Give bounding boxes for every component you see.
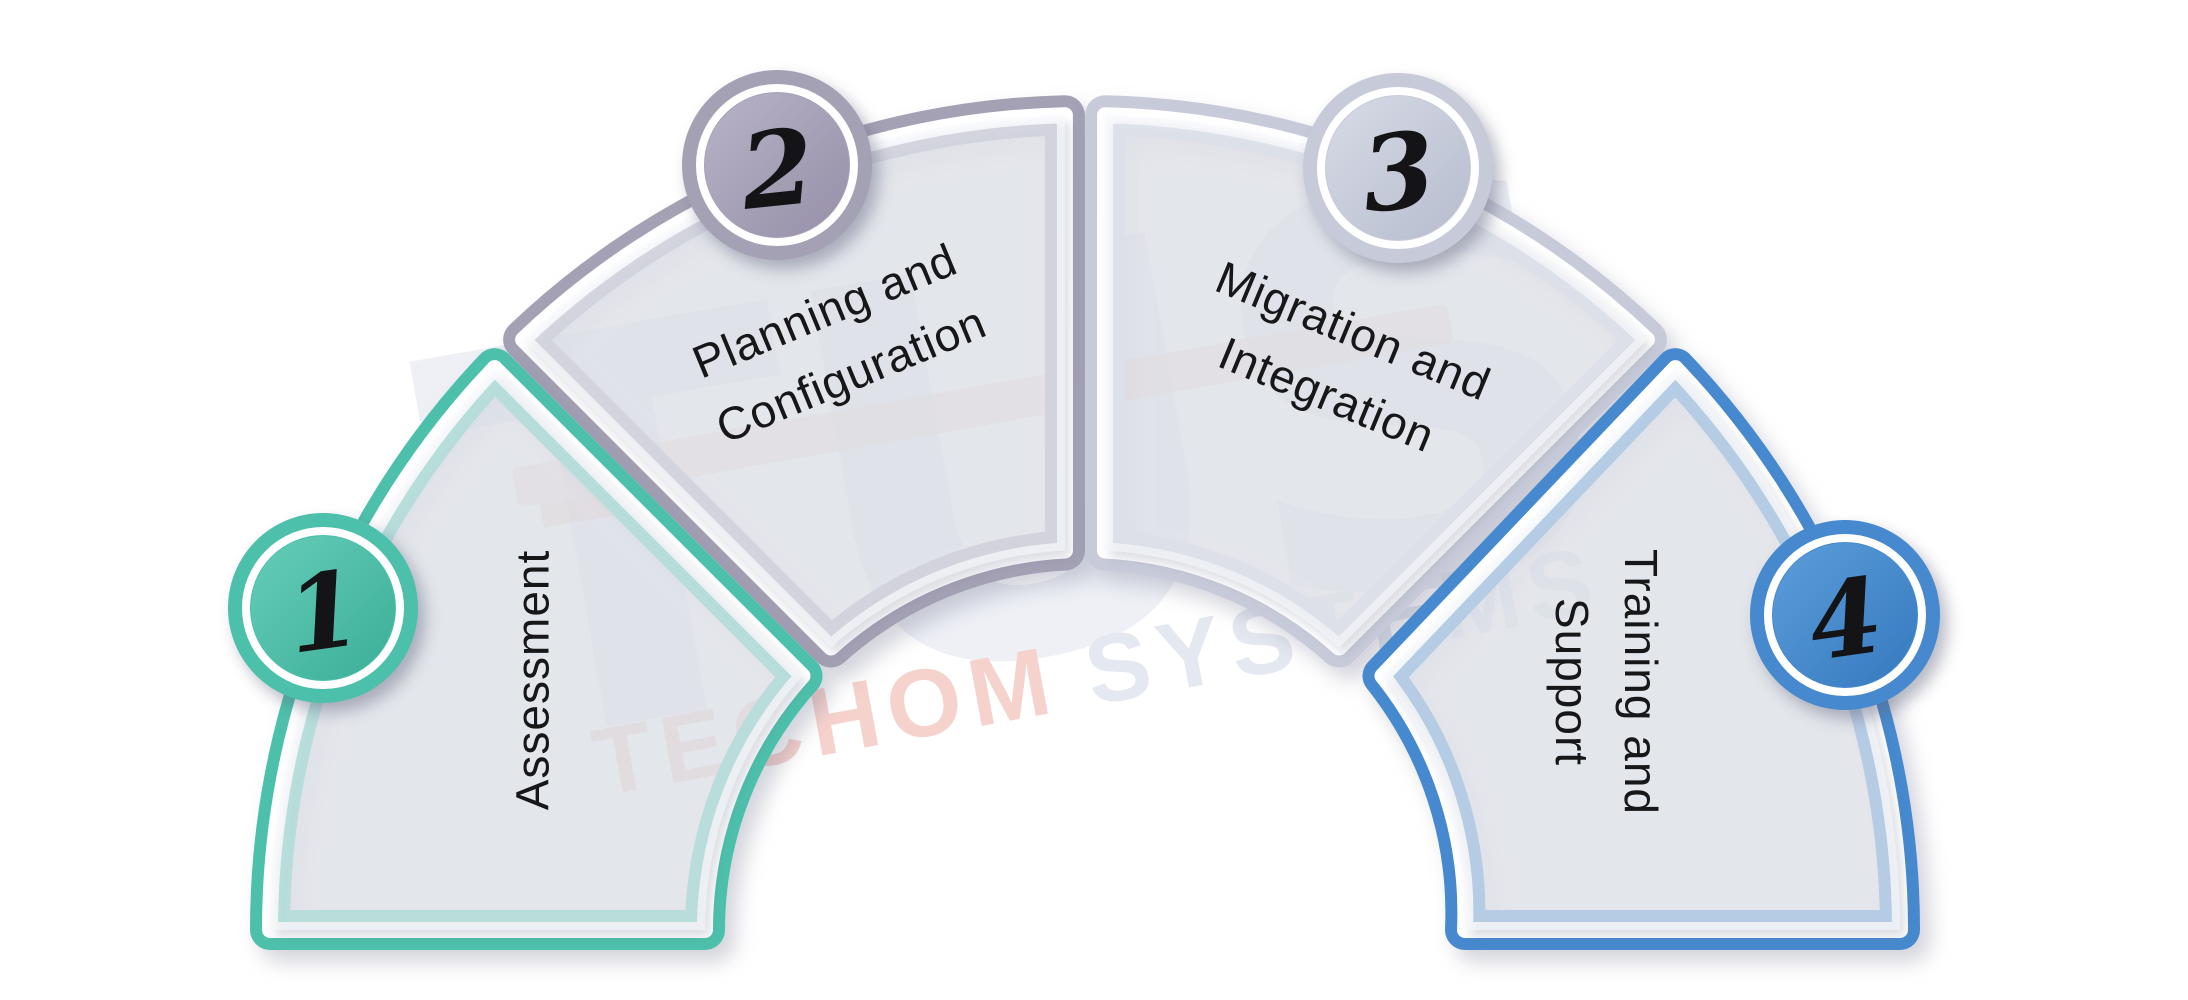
step-circle-2-ring: [696, 84, 858, 246]
step-circle-4: 4: [1750, 520, 1940, 710]
segment-training-fill: [1382, 368, 1900, 931]
step-circle-1-inner: [251, 536, 395, 680]
step-circle-2-inner: [705, 93, 849, 237]
segment-planning: [503, 95, 1085, 668]
segment-training: [1362, 348, 1920, 950]
segment-planning-fill: [523, 115, 1065, 648]
step-number-1: 1: [279, 546, 368, 678]
step-circle-3: 3: [1303, 73, 1493, 263]
step-circle-1: 1: [228, 513, 418, 703]
step-number-4: 4: [1801, 553, 1890, 685]
step-number-3: 3: [1356, 107, 1441, 237]
step-circle-3-inner: [1326, 96, 1470, 240]
step-number-2: 2: [734, 104, 820, 234]
segment-migration-fill: [1105, 115, 1647, 648]
step-circle-4-inner: [1773, 543, 1917, 687]
step-circle-2: 2: [682, 70, 872, 260]
step-circle-3-ring: [1317, 87, 1479, 249]
step-label-training: Training and Support: [1546, 548, 1667, 816]
segment-migration: [1085, 95, 1667, 668]
step-circle-4-ring: [1764, 534, 1926, 696]
segment-assessment: [250, 348, 823, 950]
step-circle-1-ring: [242, 527, 404, 689]
step-label-assessment: Assessment: [506, 549, 559, 811]
segment-assessment-fill: [270, 368, 803, 931]
